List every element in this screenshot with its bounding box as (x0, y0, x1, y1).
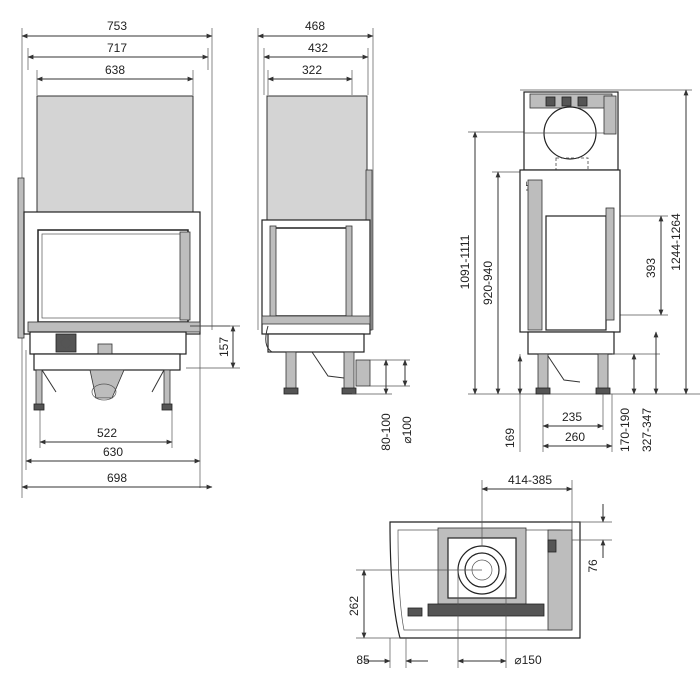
dim-235: 235 (562, 410, 582, 424)
dim-522: 522 (97, 426, 117, 440)
dim-85: 85 (356, 653, 370, 667)
dim-1091-1111: 1091-1111 (458, 234, 472, 289)
dim-393: 393 (644, 258, 658, 278)
dim-169: 169 (503, 428, 517, 448)
dim-80-100: 80-100 (379, 413, 393, 451)
dim-698: 698 (107, 471, 127, 485)
dim-753: 753 (107, 19, 127, 33)
dim-diameter-100: ⌀100 (400, 416, 414, 444)
side-hood (266, 95, 368, 221)
side-view: 468 432 322 157 80-100 ⌀100 (186, 19, 414, 451)
side-air-inlet-pipe (355, 359, 371, 387)
front-glass-door (37, 229, 189, 323)
dim-262: 262 (347, 596, 361, 616)
dim-322: 322 (302, 63, 322, 77)
dim-414-385: 414-385 (508, 473, 552, 487)
dim-260: 260 (565, 430, 585, 444)
dim-170-190: 170-190 (618, 408, 632, 452)
dim-327-347: 327-347 (640, 408, 654, 452)
dim-157: 157 (217, 337, 231, 357)
dim-920-940: 920-940 (481, 261, 495, 305)
rear-view: 1091-1111 920-940 1244-1264 393 hE (458, 89, 700, 452)
top-view: 414-385 76 262 85 ⌀150 (347, 473, 612, 668)
dim-468: 468 (305, 19, 325, 33)
dim-630: 630 (103, 445, 123, 459)
dim-76: 76 (586, 559, 600, 573)
dim-717: 717 (107, 41, 127, 55)
dim-432: 432 (308, 41, 328, 55)
front-hood (36, 95, 194, 213)
dim-638: 638 (105, 63, 125, 77)
dim-1244-1264: 1244-1264 (669, 213, 683, 271)
front-view: 753 717 638 522 630 698 (17, 19, 230, 498)
dim-diameter-150: ⌀150 (514, 653, 542, 667)
